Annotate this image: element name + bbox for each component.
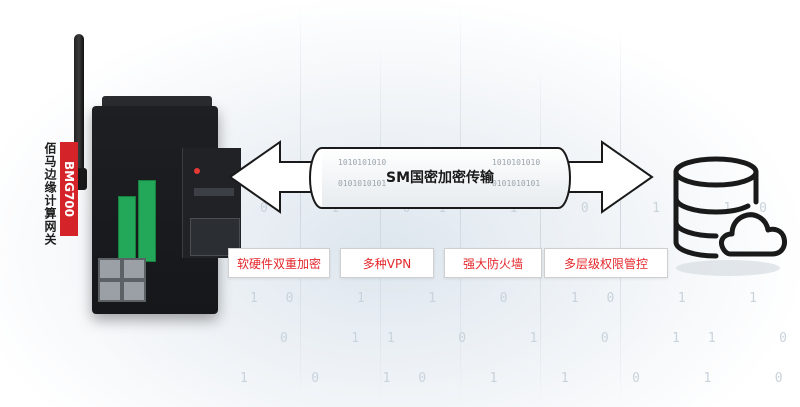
ethernet-port: [122, 280, 146, 302]
terminal-block: [118, 196, 136, 260]
power-indicator: [194, 168, 200, 174]
device-label-plate: [190, 218, 240, 256]
feature-tag-vpn: 多种VPN: [340, 248, 434, 278]
binary-row-left: 0101010101: [338, 179, 386, 188]
binary-row-right: 0101010101: [492, 179, 540, 188]
transfer-flow: 1010101010 0101010101 1010101010 0101010…: [228, 140, 654, 214]
router-device: [62, 28, 241, 314]
binary-row-right: 1010101010: [492, 158, 540, 167]
database-cloud-icon: [673, 156, 787, 276]
feature-tags: 软硬件双重加密 多种VPN 强大防火墙 多层级权限管控: [228, 248, 668, 278]
encryption-tube: [322, 147, 571, 209]
device-logo-mark: [194, 188, 234, 196]
device-model-tag: BMG700: [60, 142, 78, 236]
feature-tag-encryption: 软硬件双重加密: [228, 248, 330, 278]
feature-tag-firewall: 强大防火墙: [444, 248, 542, 278]
binary-row-left: 1010101010: [338, 158, 386, 167]
tube-label: SM国密加密传输: [386, 169, 495, 186]
ethernet-port: [122, 258, 146, 280]
feature-tag-permissions: 多层级权限管控: [544, 248, 668, 278]
ethernet-port: [98, 258, 122, 280]
terminal-block: [138, 180, 156, 262]
device-description: 佰马边缘计算网关: [43, 142, 57, 246]
antenna: [74, 34, 84, 184]
ethernet-port: [98, 280, 122, 302]
